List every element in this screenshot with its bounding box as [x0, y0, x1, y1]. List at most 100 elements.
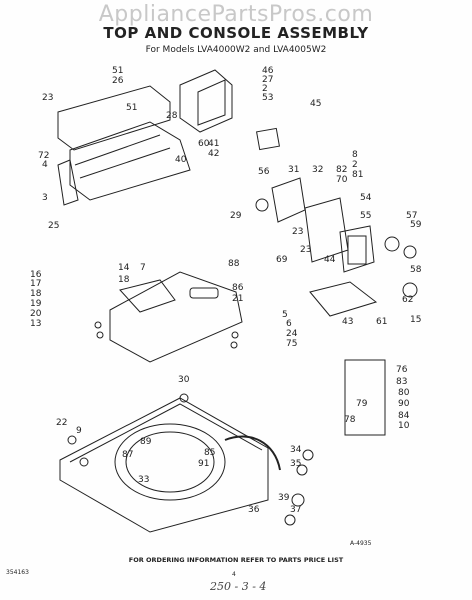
part-callout-17: 17: [30, 279, 41, 289]
timer-bracket: [179, 69, 233, 133]
part-callout-89: 89: [140, 437, 152, 447]
part-callout-29: 29: [230, 211, 242, 221]
part-callout-36: 36: [248, 505, 260, 515]
diagram-title: TOP AND CONSOLE ASSEMBLY: [103, 24, 369, 42]
part-callout-23: 23: [300, 245, 311, 255]
part-callout-7: 7: [140, 263, 146, 273]
part-callout-60: 60: [198, 139, 210, 149]
part-callout-51: 51: [112, 66, 123, 76]
lid-hinge-bracket: [119, 279, 176, 313]
part-callout-85: 85: [204, 448, 215, 458]
part-callout-43: 43: [342, 317, 353, 327]
part-callout-51: 51: [126, 103, 137, 113]
part-callout-76: 76: [396, 365, 408, 375]
part-callout-39: 39: [278, 493, 290, 503]
part-callout-69: 69: [276, 255, 288, 265]
part-callout-6: 6: [286, 319, 292, 329]
part-callout-16: 16: [30, 270, 42, 280]
part-callout-14: 14: [118, 263, 130, 273]
part-callout-70: 70: [336, 175, 348, 185]
part-callout-33: 33: [138, 475, 149, 485]
part-callout-57: 57: [406, 211, 417, 221]
part-callout-53: 53: [262, 93, 273, 103]
part-callout-32: 32: [312, 165, 323, 175]
part-callout-31: 31: [288, 165, 299, 175]
diagram-subtitle: For Models LVA4000W2 and LVA4005W2: [145, 45, 327, 55]
part-callout-80: 80: [398, 388, 410, 398]
part-callout-41: 41: [208, 139, 219, 149]
handwritten-note: 250 - 3 - 4: [210, 580, 267, 593]
mounting-plate: [309, 281, 378, 317]
part-callout-81: 81: [352, 170, 363, 180]
console-end-cap: [57, 159, 79, 206]
part-callout-44: 44: [324, 255, 336, 265]
ordering-note: FOR ORDERING INFORMATION REFER TO PARTS …: [128, 556, 344, 564]
part-callout-18: 18: [118, 275, 130, 285]
part-callout-10: 10: [398, 421, 410, 431]
figure-reference: A-4935: [350, 540, 372, 547]
part-callout-91: 91: [198, 459, 209, 469]
timer-assembly: [271, 177, 306, 223]
part-callout-54: 54: [360, 193, 372, 203]
knob-dial: [402, 282, 418, 298]
part-callout-72: 72: [38, 151, 49, 161]
part-callout-3: 3: [42, 193, 48, 203]
part-callout-19: 19: [30, 299, 42, 309]
part-callout-55: 55: [360, 211, 371, 221]
part-callout-21: 21: [232, 294, 243, 304]
part-callout-58: 58: [410, 265, 422, 275]
part-callout-46: 46: [262, 66, 274, 76]
lid: [109, 271, 243, 363]
document-number: 354163: [6, 569, 29, 576]
part-callout-40: 40: [175, 155, 187, 165]
part-callout-13: 13: [30, 319, 41, 329]
part-callout-75: 75: [286, 339, 297, 349]
part-callout-20: 20: [30, 309, 42, 319]
lid-switch: [189, 287, 219, 299]
small-parts-box: [344, 359, 386, 436]
part-callout-45: 45: [310, 99, 321, 109]
part-callout-9: 9: [76, 426, 82, 436]
part-callout-82: 82: [336, 165, 347, 175]
part-callout-26: 26: [112, 76, 124, 86]
frame: [339, 225, 375, 273]
part-callout-23: 23: [42, 93, 53, 103]
part-callout-56: 56: [258, 167, 270, 177]
part-callout-90: 90: [398, 399, 410, 409]
part-callout-15: 15: [410, 315, 421, 325]
part-callout-37: 37: [290, 505, 301, 515]
part-callout-87: 87: [122, 450, 133, 460]
part-callout-84: 84: [398, 411, 410, 421]
part-callout-27: 27: [262, 75, 273, 85]
part-callout-78: 78: [344, 415, 356, 425]
part-callout-4: 4: [42, 160, 48, 170]
part-callout-2: 2: [262, 84, 268, 94]
part-callout-22: 22: [56, 418, 67, 428]
cabinet-top: [59, 397, 269, 533]
part-callout-79: 79: [356, 399, 368, 409]
part-callout-83: 83: [396, 377, 407, 387]
part-callout-5: 5: [282, 310, 288, 320]
switch: [256, 127, 280, 151]
part-callout-42: 42: [208, 149, 219, 159]
part-callout-23: 23: [292, 227, 303, 237]
part-callout-8: 8: [352, 150, 358, 160]
watermark: AppliancePartsPros.com: [98, 2, 374, 27]
console-back-panel: [57, 85, 171, 151]
page-number: 4: [232, 571, 236, 578]
part-callout-34: 34: [290, 445, 302, 455]
part-callout-25: 25: [48, 221, 59, 231]
part-callout-24: 24: [286, 329, 298, 339]
part-callout-61: 61: [376, 317, 387, 327]
part-callout-30: 30: [178, 375, 190, 385]
console-front-panel: [69, 121, 191, 201]
part-callout-28: 28: [166, 111, 178, 121]
part-callout-35: 35: [290, 459, 301, 469]
part-callout-2: 2: [352, 160, 358, 170]
part-callout-18: 18: [30, 289, 42, 299]
part-callout-86: 86: [232, 283, 244, 293]
knob: [384, 236, 400, 252]
part-callout-62: 62: [402, 295, 413, 305]
tub-opening: [114, 423, 226, 501]
